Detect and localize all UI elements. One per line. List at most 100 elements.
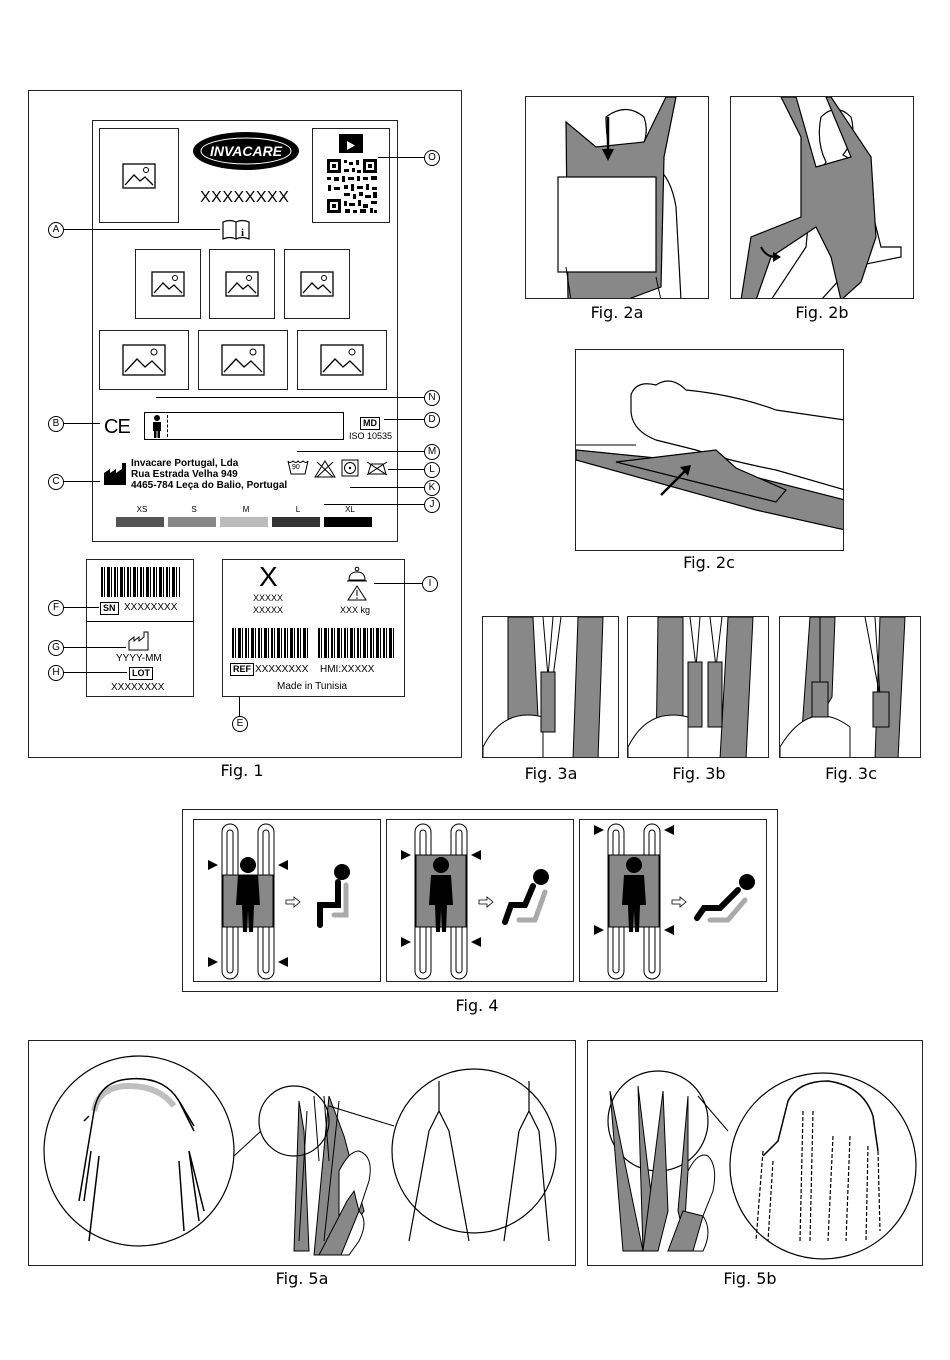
fig4-panel-1 [193,819,381,982]
no-bleach-icon [314,460,336,478]
image-placeholder-3 [284,249,350,319]
ref-tag: REF [230,663,254,676]
leader-k [350,487,424,488]
callout-o: O [424,150,440,166]
fig2b-frame [730,96,914,299]
fig4-panel2-illustration [401,823,549,980]
manufacturer-line1: Invacare Portugal, Lda [131,458,239,469]
iso-standard: ISO 10535 [349,431,393,441]
callout-l: L [424,462,440,478]
max-load: XXX kg [340,605,371,615]
leader-i [374,583,422,584]
callout-e: E [232,716,248,732]
callout-n: N [424,390,440,406]
caption-fig5a: Fig. 5a [275,1269,329,1288]
callout-m: M [424,444,440,460]
size-label-xs: XS [136,505,148,514]
callout-j: J [424,497,440,513]
image-placeholder-6 [297,330,387,390]
invacare-logo: INVACARE [192,131,300,171]
callout-k: K [424,480,440,496]
size-code-1: XXXXX [253,593,284,603]
leader-h [63,672,127,673]
leader-o [378,157,424,158]
wash-temp-value: 90 [292,464,300,471]
leader-f [63,607,99,608]
leader-n [156,397,424,398]
size-swatch-xl [324,517,372,527]
lot-value: XXXXXXXX [111,682,165,693]
sn-value: XXXXXXXX [124,602,178,613]
leader-g [63,647,126,648]
caption-fig5b: Fig. 5b [723,1269,777,1288]
callout-f: F [48,600,64,616]
callout-a: A [48,222,64,238]
manufacturer-icon [104,463,128,485]
size-swatch-xs [116,517,164,527]
fig5b-frame [587,1040,923,1266]
caption-fig2b: Fig. 2b [795,303,849,322]
caption-fig3b: Fig. 3b [672,764,726,783]
fig5a-frame [28,1040,576,1266]
sn-tag: SN [100,602,119,615]
size-label-l: L [295,505,301,514]
max-load-icon [345,566,369,602]
info-manual-icon: i [221,219,251,241]
tumble-dry-icon [341,459,359,477]
callout-g: G [48,640,64,656]
made-in: Made in Tunisia [277,681,348,692]
image-placeholder-2 [209,249,275,319]
callout-i: I [422,576,438,592]
fig4-panel-3 [579,819,767,982]
ref-barcode-2 [318,628,396,658]
fig2b-illustration [740,97,902,298]
fig2a-illustration [557,97,682,298]
ref-value: XXXXXXXX [255,664,309,675]
leader-m [297,451,424,452]
leader-j [324,504,424,505]
fig3c-frame [779,616,921,758]
fig4-panel-2 [386,819,574,982]
serial-divider [86,621,194,622]
manufacturer-line2: Rua Estrada Velha 949 [131,469,238,480]
image-placeholder-1 [135,249,201,319]
fig3c-illustration [780,617,906,757]
leader-l [388,469,424,470]
size-letter: X [259,561,278,592]
fig3a-frame [482,616,619,758]
svg-text:i: i [241,227,244,239]
caption-fig4: Fig. 4 [455,996,499,1015]
qr-code-panel [312,128,390,223]
fig2a-frame [525,96,709,299]
leader-d [384,419,424,420]
callout-d: D [424,412,440,428]
md-badge: MD [360,417,380,430]
fig3b-frame [627,616,769,758]
fig4-panel3-illustration [594,823,755,980]
size-label-m: M [242,505,250,514]
leader-a [63,229,220,230]
serial-barcode [101,567,180,597]
manufacturer-line3: 4465-784 Leça do Balio, Portugal [131,480,288,491]
caption-fig3c: Fig. 3c [825,764,877,783]
callout-c: C [48,474,64,490]
size-swatch-s [168,517,216,527]
no-iron-icon [365,461,389,476]
leader-c [63,481,100,482]
model-code: XXXXXXXX [200,189,290,206]
leader-b [63,423,100,424]
fig2c-frame [575,349,844,551]
caption-fig2c: Fig. 2c [683,553,735,572]
image-placeholder-4 [99,330,189,390]
fig3a-illustration [483,617,604,757]
lot-tag: LOT [129,667,153,680]
image-placeholder-main [99,128,179,223]
size-chart: XS S M L XL [116,505,376,531]
patient-name-field [144,412,344,440]
callout-b: B [48,416,64,432]
wash-temp-icon: 90 [287,459,309,475]
callout-h: H [48,665,64,681]
manufacture-date: YYYY-MM [116,653,162,664]
fig3b-illustration [628,617,754,757]
size-label-s: S [191,505,197,514]
